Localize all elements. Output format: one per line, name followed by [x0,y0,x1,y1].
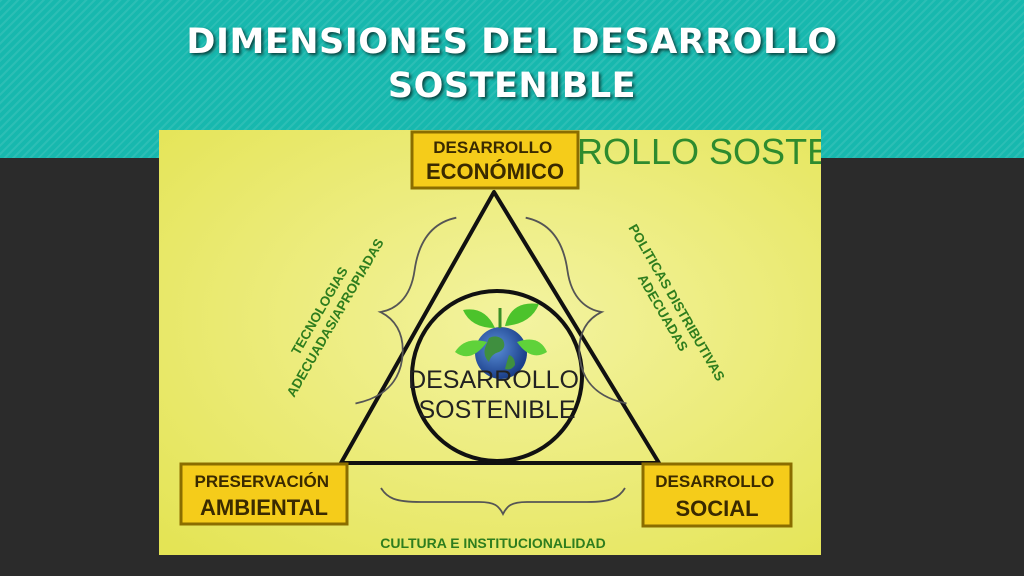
center-circle [410,289,584,463]
slide-title-line1: DIMENSIONES DEL DESARROLLO [186,22,838,62]
box-economic-line2: ECONÓMICO [426,159,564,184]
svg-text:PRESERVACIÓN AMBIENTAL: PRESERVACIÓN AMBIENTAL [195,472,334,520]
box-economic-line1: DESARROLLO [433,138,552,157]
bottom-brace [380,487,626,517]
box-social-line1: DESARROLLO [655,472,774,491]
box-environmental: PRESERVACIÓN AMBIENTAL [179,462,349,526]
right-brace [525,216,627,405]
box-environmental-line2: AMBIENTAL [200,495,328,520]
box-environmental-line1: PRESERVACIÓN [195,472,329,491]
box-economic: DESARROLLO ECONÓMICO [410,130,580,190]
triangle [339,190,661,465]
sustainability-diagram: ROLLO SOSTE DESARROLLO SOSTENIBLE DESARR… [159,130,821,555]
globe-with-leaves-icon [455,303,547,379]
svg-text:DESARROLLO SOCIAL: DESARROLLO SOCIAL [655,472,778,521]
bottom-label: CULTURA E INSTITUCIONALIDAD [380,535,606,551]
diagram-canvas: ROLLO SOSTE DESARROLLO SOSTENIBLE DESARR… [159,130,821,555]
box-social: DESARROLLO SOCIAL [641,462,793,528]
svg-text:DESARROLLO ECONÓMICO: DESARROLLO ECONÓMICO [426,138,564,184]
background-title-text: ROLLO SOSTE [577,131,821,172]
center-label-line1: DESARROLLO [408,366,579,394]
center-label-line2: SOSTENIBLE [419,396,576,424]
left-brace [355,216,457,405]
slide-title: DIMENSIONES DEL DESARROLLO SOSTENIBLE [0,20,1024,108]
box-social-line2: SOCIAL [675,496,758,521]
slide-title-line2: SOSTENIBLE [387,66,637,106]
center-label: DESARROLLO SOSTENIBLE [408,366,586,424]
